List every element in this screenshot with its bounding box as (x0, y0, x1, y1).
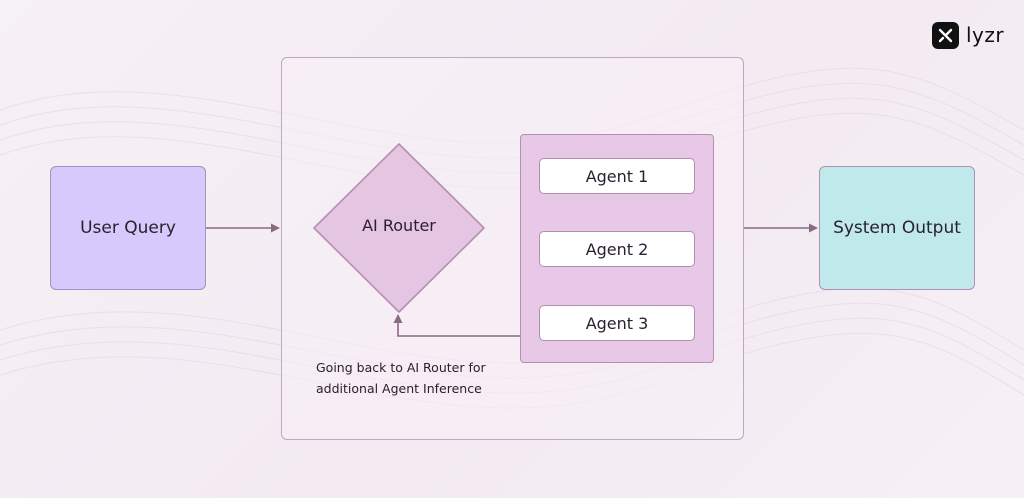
agent-1-node: Agent 1 (539, 158, 695, 194)
agent-3-node: Agent 3 (539, 305, 695, 341)
agent-3-label: Agent 3 (585, 313, 649, 333)
agent-2-node: Agent 2 (539, 231, 695, 267)
feedback-note-line-1: Going back to AI Router for (316, 360, 486, 375)
feedback-note: Going back to AI Router for additional A… (316, 357, 516, 399)
lyzr-logo: lyzr (932, 21, 1004, 49)
arrow-agents-to-router (397, 322, 520, 337)
arrowhead-router (393, 314, 403, 323)
user-query-node: User Query (50, 166, 206, 290)
lyzr-logo-icon (932, 21, 959, 49)
system-output-node: System Output (819, 166, 975, 290)
logo-text: lyzr (966, 23, 1005, 47)
ai-router-label: AI Router (362, 216, 436, 235)
system-output-label: System Output (833, 218, 961, 238)
agent-1-label: Agent 1 (585, 166, 649, 186)
user-query-label: User Query (80, 218, 176, 238)
arrowhead-output (809, 223, 818, 233)
ai-router-diamond (313, 143, 485, 313)
agent-2-label: Agent 2 (585, 239, 649, 259)
feedback-note-line-2: additional Agent Inference (316, 381, 482, 396)
arrowhead-user (271, 223, 280, 233)
